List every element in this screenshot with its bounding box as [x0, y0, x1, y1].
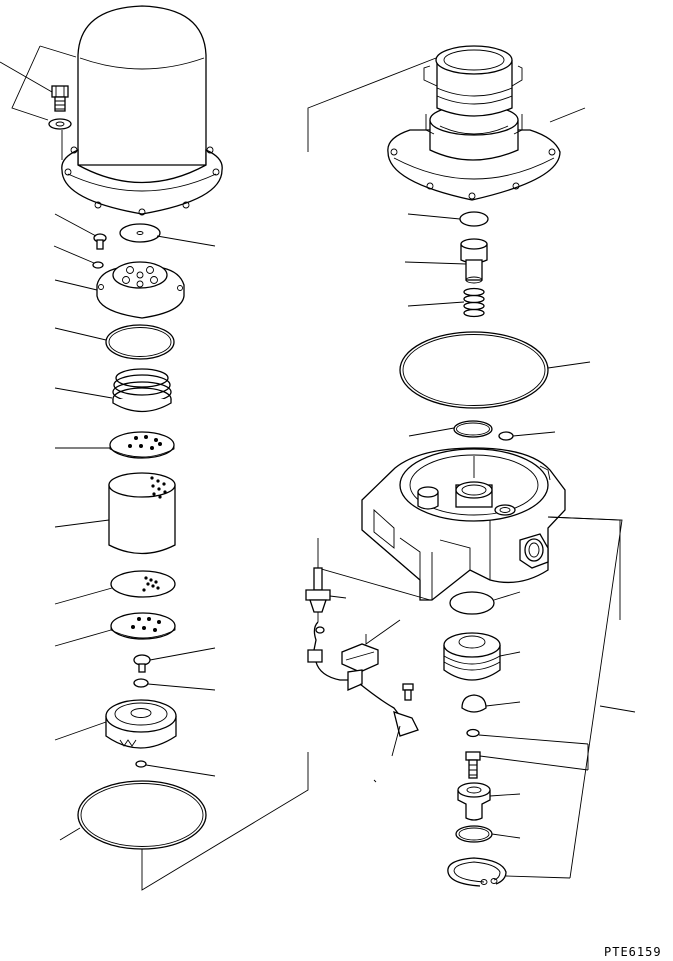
- bolt: [465, 751, 589, 779]
- filter-cover: [61, 5, 223, 216]
- disc: [449, 591, 521, 615]
- screw: [133, 647, 216, 673]
- left-assembly: [0, 5, 309, 891]
- perforated-plate: [54, 612, 176, 647]
- snap-ring: [133, 678, 216, 691]
- o-ring: [455, 825, 521, 843]
- sleeve: [457, 782, 521, 821]
- filter-disc: [54, 570, 176, 605]
- plate: [119, 223, 216, 247]
- snap-ring: [447, 857, 571, 887]
- valve-cap: [461, 694, 521, 713]
- bolt: [402, 683, 414, 701]
- o-ring: [408, 420, 493, 438]
- washer: [48, 118, 72, 130]
- spring: [54, 368, 172, 413]
- lock-washer: [92, 261, 104, 269]
- piston: [404, 238, 488, 284]
- right-assembly: [305, 45, 636, 887]
- sensor-switch: [305, 538, 431, 783]
- upper-housing: [387, 45, 586, 201]
- filter-housing: [54, 261, 185, 319]
- seal-ring: [59, 780, 207, 850]
- base-cap: [54, 699, 177, 749]
- o-ring: [399, 331, 591, 409]
- bolt: [51, 85, 69, 112]
- spring: [407, 287, 485, 318]
- piston: [443, 632, 521, 681]
- o-ring: [54, 324, 175, 360]
- small-ring: [498, 431, 556, 441]
- perforated-plate: [55, 431, 175, 459]
- snap-ring: [466, 728, 589, 745]
- valve-body: [361, 447, 621, 620]
- disc: [407, 211, 489, 227]
- drawing-code: PTE6159: [604, 945, 662, 959]
- filter-element: [54, 472, 176, 555]
- screw: [93, 233, 107, 250]
- small-ring: [135, 760, 216, 777]
